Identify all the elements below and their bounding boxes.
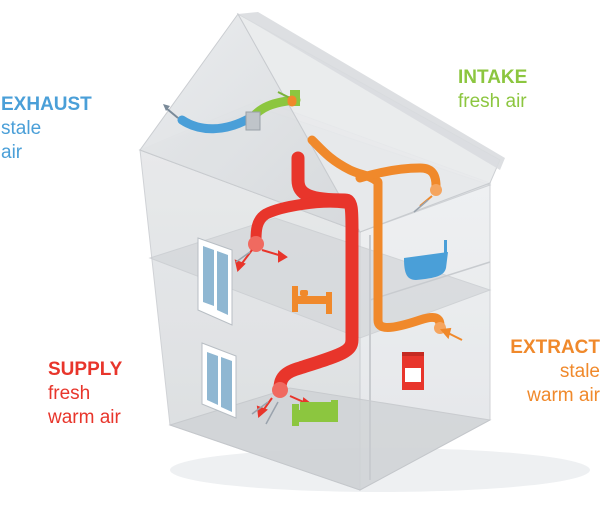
bed-icon xyxy=(292,286,332,314)
extract-line1: stale xyxy=(559,361,600,382)
supply-diffuser-lower xyxy=(272,382,288,398)
ground-floor xyxy=(168,387,492,491)
extract-duct xyxy=(287,95,445,332)
supply-arrows-grey xyxy=(235,251,279,425)
partition-wall xyxy=(369,261,491,301)
exhaust-line1: stale xyxy=(1,118,42,139)
chimney-ridge xyxy=(238,12,505,170)
supply-label: SUPPLY fresh warm air xyxy=(48,358,122,430)
supply-line1: fresh xyxy=(48,383,91,404)
first-floor xyxy=(148,217,492,339)
exhaust-label: EXHAUST stale air xyxy=(1,93,92,165)
intake-title: INTAKE xyxy=(458,67,528,88)
heat-recovery-unit-icon xyxy=(245,111,261,131)
extract-arrows-grey xyxy=(413,199,429,213)
extract-vent-bath xyxy=(430,184,442,196)
supply-title: SUPPLY xyxy=(48,359,123,380)
stove-icon xyxy=(402,352,424,390)
extract-branch-top xyxy=(355,163,441,191)
supply-diffuser-upper xyxy=(248,236,264,252)
extract-title: EXTRACT xyxy=(510,337,600,358)
intake-line1: fresh air xyxy=(458,91,527,112)
supply-line2: warm air xyxy=(48,407,121,428)
intake-label: INTAKE fresh air xyxy=(458,66,527,114)
exhaust-title: EXHAUST xyxy=(1,94,92,115)
bathtub-icon xyxy=(404,240,448,280)
extract-label: EXTRACT stale warm air xyxy=(500,336,600,408)
extract-line2: warm air xyxy=(527,385,600,406)
window-upper xyxy=(197,237,233,326)
exhaust-arrow xyxy=(165,107,179,119)
window-lower xyxy=(201,342,237,419)
intake-arrow xyxy=(277,91,291,99)
sofa-icon xyxy=(292,400,338,426)
exhaust-line2: air xyxy=(1,142,23,163)
exhaust-duct xyxy=(177,113,255,134)
supply-branch-upper xyxy=(250,196,351,246)
